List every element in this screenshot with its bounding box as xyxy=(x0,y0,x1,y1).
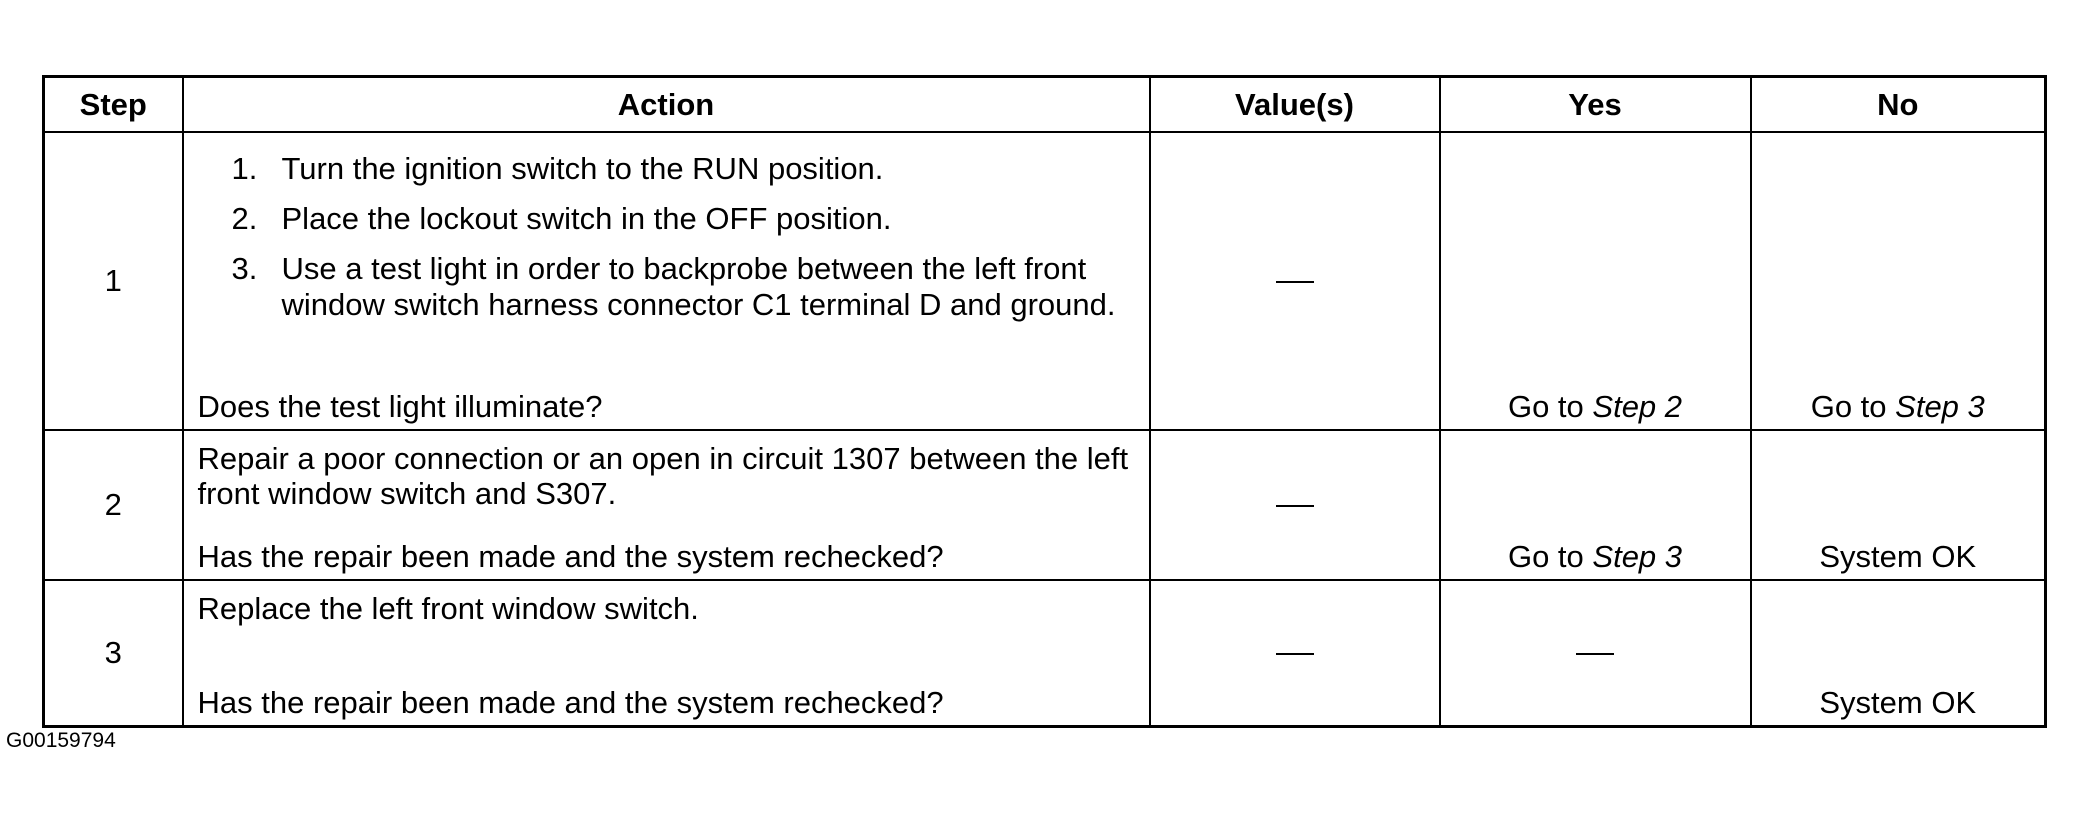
yes-result: Go to Step 3 xyxy=(1441,539,1750,575)
action-cell: 1. Turn the ignition switch to the RUN p… xyxy=(181,131,1151,431)
figure-id: G00159794 xyxy=(6,729,116,752)
step-number: 3 xyxy=(42,579,184,728)
action-question: Does the test light illuminate? xyxy=(197,389,603,424)
action-item: 1. Turn the ignition switch to the RUN p… xyxy=(198,151,1135,187)
value-cell xyxy=(1148,579,1441,728)
action-cell: Replace the left front window switch. Ha… xyxy=(181,579,1151,728)
yes-cell xyxy=(1438,579,1752,728)
yes-prefix: Go to xyxy=(1507,389,1593,424)
action-item: 3. Use a test light in order to backprob… xyxy=(198,251,1135,323)
value-dash xyxy=(1275,505,1314,507)
value-cell xyxy=(1148,429,1441,581)
table-row: 1 1. Turn the ignition switch to the RUN… xyxy=(42,131,2047,431)
action-text: Replace the left front window switch. xyxy=(197,591,699,626)
yes-step-ref: Step 2 xyxy=(1592,389,1683,424)
no-result: System OK xyxy=(1819,685,1977,720)
yes-cell: Go to Step 2 xyxy=(1438,131,1752,431)
header-yes: Yes xyxy=(1438,75,1752,133)
action-question: Has the repair been made and the system … xyxy=(197,685,944,720)
no-cell: System OK xyxy=(1749,429,2047,581)
header-values: Value(s) xyxy=(1148,75,1441,133)
action-item-text: Place the lockout switch in the OFF posi… xyxy=(281,201,892,236)
action-item: 2. Place the lockout switch in the OFF p… xyxy=(198,201,1135,237)
yes-result: Go to Step 2 xyxy=(1441,389,1750,425)
action-cell: Repair a poor connection or an open in c… xyxy=(181,429,1151,581)
header-action: Action xyxy=(181,75,1151,133)
action-item-text: Use a test light in order to backprobe b… xyxy=(281,251,1116,322)
action-question: Has the repair been made and the system … xyxy=(197,539,944,574)
yes-dash xyxy=(1576,653,1614,655)
action-item-number: 1. xyxy=(231,151,258,186)
action-text: Repair a poor connection or an open in c… xyxy=(197,441,1129,511)
no-prefix: Go to xyxy=(1810,389,1896,424)
header-no: No xyxy=(1749,75,2047,133)
header-row: Step Action Value(s) Yes No xyxy=(42,75,2047,133)
yes-cell: Go to Step 3 xyxy=(1438,429,1752,581)
value-dash xyxy=(1275,653,1314,655)
diagnostic-table: Step Action Value(s) Yes No 1 1. Turn th… xyxy=(42,75,2047,728)
value-dash xyxy=(1275,281,1314,283)
no-result: System OK xyxy=(1819,539,1977,574)
no-step-ref: Step 3 xyxy=(1895,389,1985,424)
action-item-number: 3. xyxy=(231,251,258,286)
action-item-text: Turn the ignition switch to the RUN posi… xyxy=(281,151,884,186)
action-list: 1. Turn the ignition switch to the RUN p… xyxy=(198,133,1135,323)
table-row: 3 Replace the left front window switch. … xyxy=(42,579,2047,728)
header-step: Step xyxy=(42,75,184,133)
action-item-number: 2. xyxy=(231,201,258,236)
table-row: 2 Repair a poor connection or an open in… xyxy=(42,429,2047,581)
yes-step-ref: Step 3 xyxy=(1592,539,1683,574)
yes-prefix: Go to xyxy=(1507,539,1593,574)
value-cell xyxy=(1148,131,1441,431)
step-number: 1 xyxy=(42,131,184,431)
step-number: 2 xyxy=(42,429,184,581)
no-cell: System OK xyxy=(1749,579,2047,728)
no-result: Go to Step 3 xyxy=(1752,389,2045,425)
no-cell: Go to Step 3 xyxy=(1749,131,2047,431)
